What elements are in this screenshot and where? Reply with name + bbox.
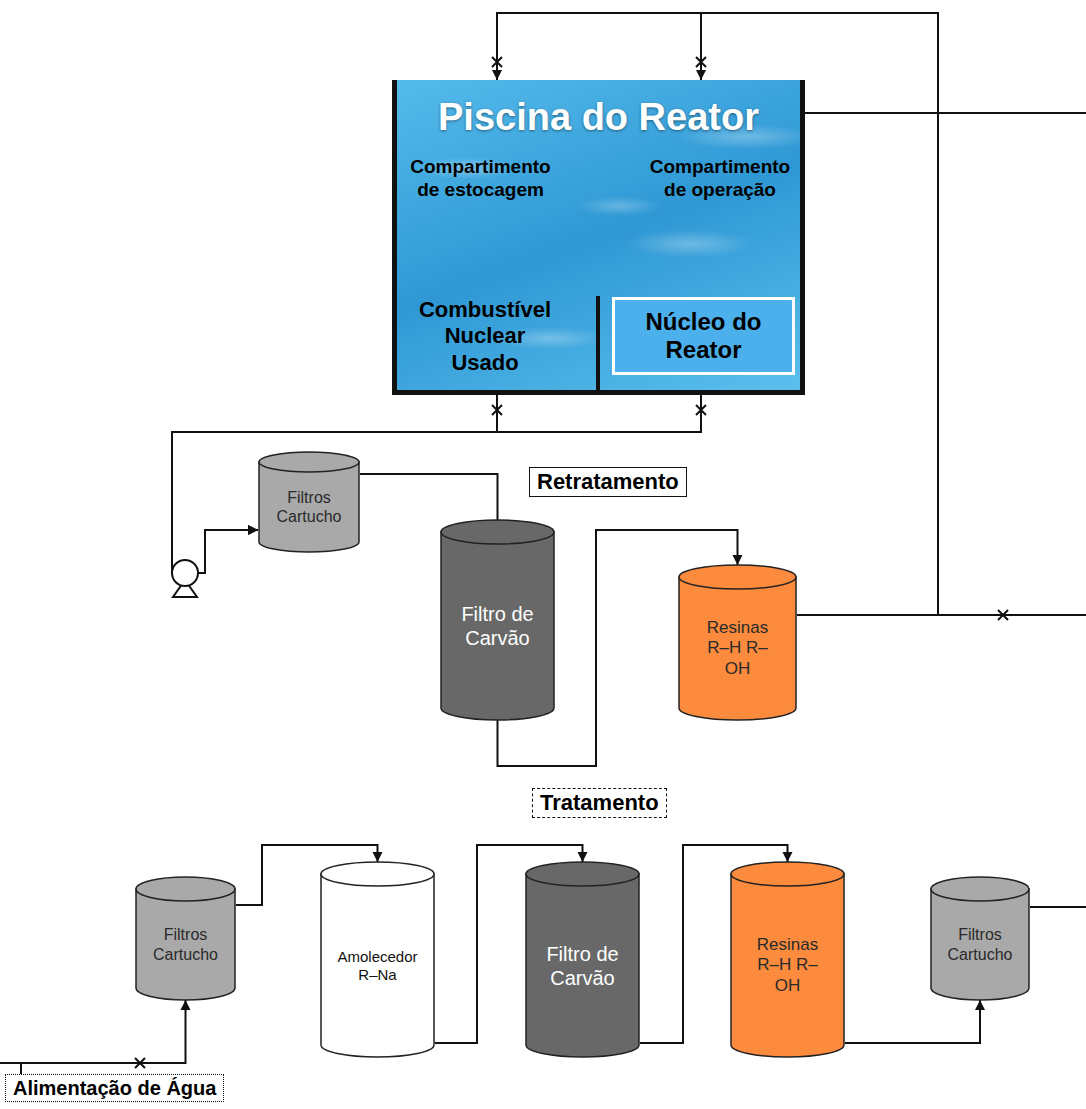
cylinder-body (441, 532, 554, 720)
cylinder-body (259, 462, 359, 552)
cartridge-filter: Filtros Cartucho (258, 452, 360, 552)
valve-mark (696, 405, 706, 415)
pipe-connector (360, 474, 498, 520)
valve-mark (492, 57, 502, 67)
arrow-head (181, 1000, 191, 1010)
feed-tag: Alimentação de Água (5, 1074, 224, 1102)
node-label: Tratamento (540, 790, 659, 816)
outlet-pipe (1030, 906, 1086, 908)
arrow-head (975, 1000, 985, 1010)
node-label: Filtros Cartucho (267, 488, 351, 526)
pipe-line (845, 1000, 980, 1043)
valve-mark (492, 405, 502, 415)
cylinder-top (679, 565, 796, 589)
valves (135, 57, 1008, 1068)
pipe-connector (21, 1000, 191, 1074)
compartment-label: Compartimento de operação (645, 156, 795, 202)
node-label: Filtro de Carvão (533, 942, 633, 990)
outlet-pipe (938, 614, 1086, 616)
node-label: Amolecedor R–Na (333, 948, 423, 984)
fuel-label: Combustível Nuclear Usado (411, 297, 559, 376)
node-label: Retratamento (537, 469, 679, 495)
cylinder-top (321, 862, 434, 886)
pool-wall (392, 390, 805, 395)
pool-divider (596, 296, 600, 390)
node-label: Filtros Cartucho (938, 925, 1022, 963)
cylinder-top (136, 877, 235, 901)
carbon-filter: Filtro de Carvão (440, 520, 555, 720)
pump-body (172, 560, 198, 586)
node-label: Filtro de Carvão (448, 602, 548, 650)
arrow-head (696, 70, 706, 80)
carbon-filter: Filtro de Carvão (525, 862, 640, 1057)
pipe-line (360, 474, 498, 520)
arrow-head (492, 70, 502, 80)
cartridge-filter: Filtros Cartucho (930, 877, 1030, 1000)
cylinder-body (321, 874, 434, 1057)
cylinder-top (526, 862, 639, 886)
valve-mark (998, 610, 1008, 620)
cartridge-filter: Filtros Cartucho (135, 877, 236, 1000)
cylinder-body (526, 874, 639, 1057)
cylinder-top (441, 520, 554, 544)
cylinder-body (136, 889, 235, 1000)
node-label: Núcleo do Reator (621, 308, 786, 363)
arrow-head (248, 525, 258, 535)
node-label: Alimentação de Água (13, 1076, 216, 1100)
pipe-connector (172, 395, 701, 573)
pipe-line (21, 1000, 186, 1074)
ion-exchange-resin: Resinas R–H R–OH (678, 565, 797, 720)
pool-wall (800, 80, 805, 395)
compartment-label: Compartimento de estocagem (403, 156, 558, 202)
arrow-head (733, 555, 743, 565)
cylinder-top (931, 877, 1029, 901)
overflow-pipe (805, 112, 1086, 114)
ion-exchange-resin: Resinas R–H R–OH (730, 862, 845, 1057)
section-tag: Tratamento (532, 788, 667, 818)
valve-mark (135, 1058, 145, 1068)
water-softener: Amolecedor R–Na (320, 862, 435, 1057)
pipe-connector (845, 1000, 985, 1043)
cylinder-top (259, 452, 359, 472)
pool-wall (392, 80, 397, 395)
reactor-core-box: Núcleo do Reator (612, 297, 795, 375)
pool-title: Piscina do Reator (392, 96, 805, 140)
arrow-head (248, 525, 258, 535)
node-label: Resinas R–H R–OH (752, 935, 824, 996)
arrow-head (783, 852, 793, 862)
cylinder-body (679, 577, 796, 720)
valve-mark (696, 57, 706, 67)
cylinder-top (731, 862, 844, 886)
section-tag: Retratamento (529, 467, 687, 497)
node-label: Resinas R–H R–OH (702, 618, 774, 679)
cylinder-body (931, 889, 1029, 1000)
arrow-head (578, 852, 588, 862)
node-label: Filtros Cartucho (144, 925, 228, 963)
arrow-head (373, 852, 383, 862)
feed-pipe (0, 1062, 21, 1064)
pipe-line (172, 395, 701, 573)
cylinder-body (731, 874, 844, 1057)
pump-symbol (172, 560, 198, 597)
reactor-pool: Piscina do ReatorCompartimento de estoca… (392, 80, 805, 395)
